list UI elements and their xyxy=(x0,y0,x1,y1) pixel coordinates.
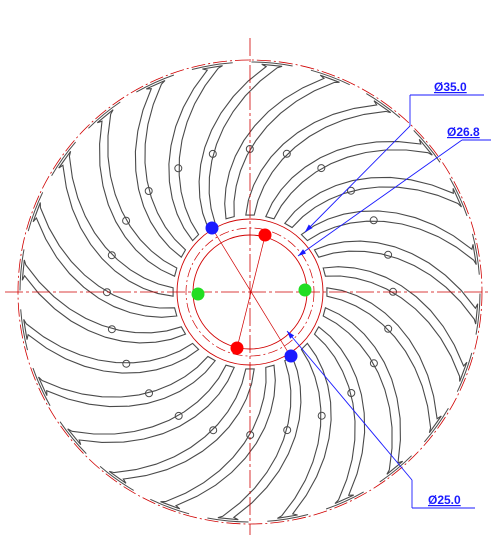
blue-point-marker xyxy=(284,349,298,363)
fin-outline xyxy=(67,364,235,446)
fin-outline xyxy=(265,138,433,220)
fin-outline xyxy=(58,150,174,297)
fin-notch xyxy=(144,187,153,195)
dimension-arrowhead xyxy=(287,331,295,339)
fin-notch xyxy=(384,250,393,259)
red-point-marker xyxy=(258,228,272,242)
blue-point-marker xyxy=(205,221,219,235)
fin-outline xyxy=(134,79,187,259)
fin-notch xyxy=(369,359,378,368)
dimension-arrowhead xyxy=(298,249,307,256)
green-point-marker xyxy=(191,287,205,301)
dimension-arrowhead xyxy=(305,224,313,232)
fin-outline xyxy=(108,368,255,484)
fin-rim-segment xyxy=(20,309,28,351)
fin-notch xyxy=(347,389,356,397)
fin-rim-segment xyxy=(99,466,134,491)
fin-rim-segment xyxy=(251,61,293,67)
fin-notch xyxy=(384,324,393,333)
fin-outline xyxy=(322,266,468,382)
fin-notch xyxy=(282,149,291,158)
fin-rim-segment xyxy=(207,517,249,523)
red-point-marker xyxy=(230,341,244,355)
fin-notch xyxy=(122,216,131,225)
fin-notch xyxy=(174,164,183,173)
fin-rim-segment xyxy=(150,498,190,515)
fin-rim-segment xyxy=(51,141,76,176)
heatsink-outline xyxy=(19,61,481,523)
fin-outline xyxy=(198,63,283,229)
fin-notch xyxy=(174,411,183,420)
fin-rim-segment xyxy=(19,249,25,291)
fin-outline xyxy=(245,100,392,216)
fin-rim-segment xyxy=(475,293,481,335)
fin-outline xyxy=(313,240,479,325)
diagonal-construction-line xyxy=(211,227,292,358)
fin-rim-segment xyxy=(379,455,412,483)
green-point-marker xyxy=(298,283,312,297)
fin-rim-segment xyxy=(325,491,364,510)
fin-outline xyxy=(283,176,463,229)
fin-notch xyxy=(107,251,116,260)
fin-notch xyxy=(347,186,355,195)
fin-outline xyxy=(96,109,178,277)
fin-rim-segment xyxy=(366,93,401,118)
fin-rim-segment xyxy=(472,233,480,275)
fin-notch xyxy=(317,411,326,420)
fin-outline xyxy=(217,355,302,521)
fin-rim-segment xyxy=(27,192,44,232)
dimension-labels: Ø35.0 Ø26.8 Ø25.0 xyxy=(428,80,480,507)
fin-rim-segment xyxy=(88,101,121,129)
measurement-points xyxy=(191,221,312,363)
fin-outline xyxy=(168,65,223,242)
fin-outline xyxy=(37,355,217,408)
outer-diameter-label: Ø35.0 xyxy=(434,80,467,94)
fin-outline xyxy=(23,319,200,374)
fin-notch xyxy=(107,325,116,334)
outer-dimension-leader xyxy=(304,125,411,233)
fin-outline xyxy=(277,342,332,519)
fin-notch xyxy=(283,426,292,435)
fin-notch xyxy=(317,164,326,173)
fin-outline xyxy=(160,364,276,510)
fin-outline xyxy=(322,307,404,475)
fin-rim-segment xyxy=(267,514,309,522)
bore-dimension-leader xyxy=(286,330,413,481)
fin-rim-segment xyxy=(456,352,473,392)
fin-rim-segment xyxy=(413,130,441,163)
fin-outline xyxy=(21,259,187,344)
fin-notch xyxy=(122,359,131,368)
fin-outline xyxy=(313,325,366,505)
fin-rim-segment xyxy=(32,367,51,406)
dimension-lines xyxy=(286,94,491,509)
centerlines xyxy=(5,38,488,535)
fin-notch xyxy=(208,149,217,158)
fin-notch xyxy=(145,389,153,398)
fin-outline xyxy=(326,287,442,434)
bore-diameter-label: Ø25.0 xyxy=(428,493,461,507)
fin-notch xyxy=(209,426,218,435)
inner-dimension-leader xyxy=(297,139,463,257)
fin-notch xyxy=(369,216,378,225)
fin-rim-segment xyxy=(424,408,449,443)
inner-diameter-label: Ø26.8 xyxy=(447,125,480,139)
fin-rim-segment xyxy=(59,421,87,454)
fin-outline xyxy=(224,74,340,220)
fin-outline xyxy=(32,202,178,318)
fin-rim-segment xyxy=(310,69,350,86)
diagonal-construction-line xyxy=(236,235,266,349)
fin-rim-segment xyxy=(136,74,175,93)
fin-rim-segment xyxy=(449,178,468,217)
fin-rim-segment xyxy=(191,62,233,70)
